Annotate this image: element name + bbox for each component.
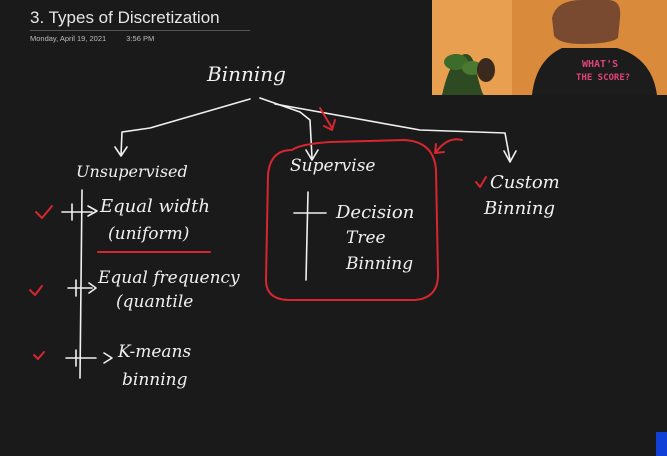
title-rule xyxy=(30,30,250,31)
corner-indicator xyxy=(656,432,667,456)
tree-trunk-unsupervised xyxy=(79,189,83,379)
item-decision: Decision xyxy=(336,202,415,223)
branch-supervised xyxy=(259,97,313,159)
item-kmeans: K-means xyxy=(118,342,192,362)
custom-line2: Binning xyxy=(484,198,556,219)
shirt-text-1: WHAT'S xyxy=(582,59,618,70)
shirt-text-2: THE SCORE? xyxy=(576,73,630,83)
page-title: 3. Types of Discretization xyxy=(30,8,220,27)
page-date: Monday, April 19, 2021 xyxy=(30,34,107,43)
supervised-box xyxy=(265,139,439,301)
root-label: Binning xyxy=(207,62,286,86)
red-arrow-1 xyxy=(319,107,336,131)
red-arrow-2 xyxy=(434,138,463,154)
page-meta: Monday, April 19, 2021 3:56 PM xyxy=(30,34,172,43)
branch-custom xyxy=(274,103,511,161)
page-time: 3:56 PM xyxy=(126,34,155,43)
item-equal-width: Equal width xyxy=(100,196,210,217)
tree-trunk-supervised xyxy=(305,191,309,281)
branch-unsupervised xyxy=(120,98,251,156)
custom-line1: Custom xyxy=(490,172,560,193)
webcam-scene: WHAT'S THE SCORE? xyxy=(432,0,667,95)
item-uniform: (uniform) xyxy=(108,224,190,244)
item-tree: Tree xyxy=(346,228,386,248)
item-kmeans-binning: binning xyxy=(122,370,188,390)
checkmark-1 xyxy=(35,205,53,219)
webcam-feed: WHAT'S THE SCORE? xyxy=(432,0,667,95)
item-tree-binning: Binning xyxy=(346,254,414,274)
item-equal-frequency: Equal frequency xyxy=(98,268,240,288)
checkmark-custom xyxy=(475,176,487,188)
item-quantile: (quantile xyxy=(116,292,194,312)
checkmark-3 xyxy=(33,351,45,360)
checkmark-2 xyxy=(29,285,43,296)
supervised-label: Supervise xyxy=(290,156,376,176)
unsupervised-label: Unsupervised xyxy=(76,162,188,181)
